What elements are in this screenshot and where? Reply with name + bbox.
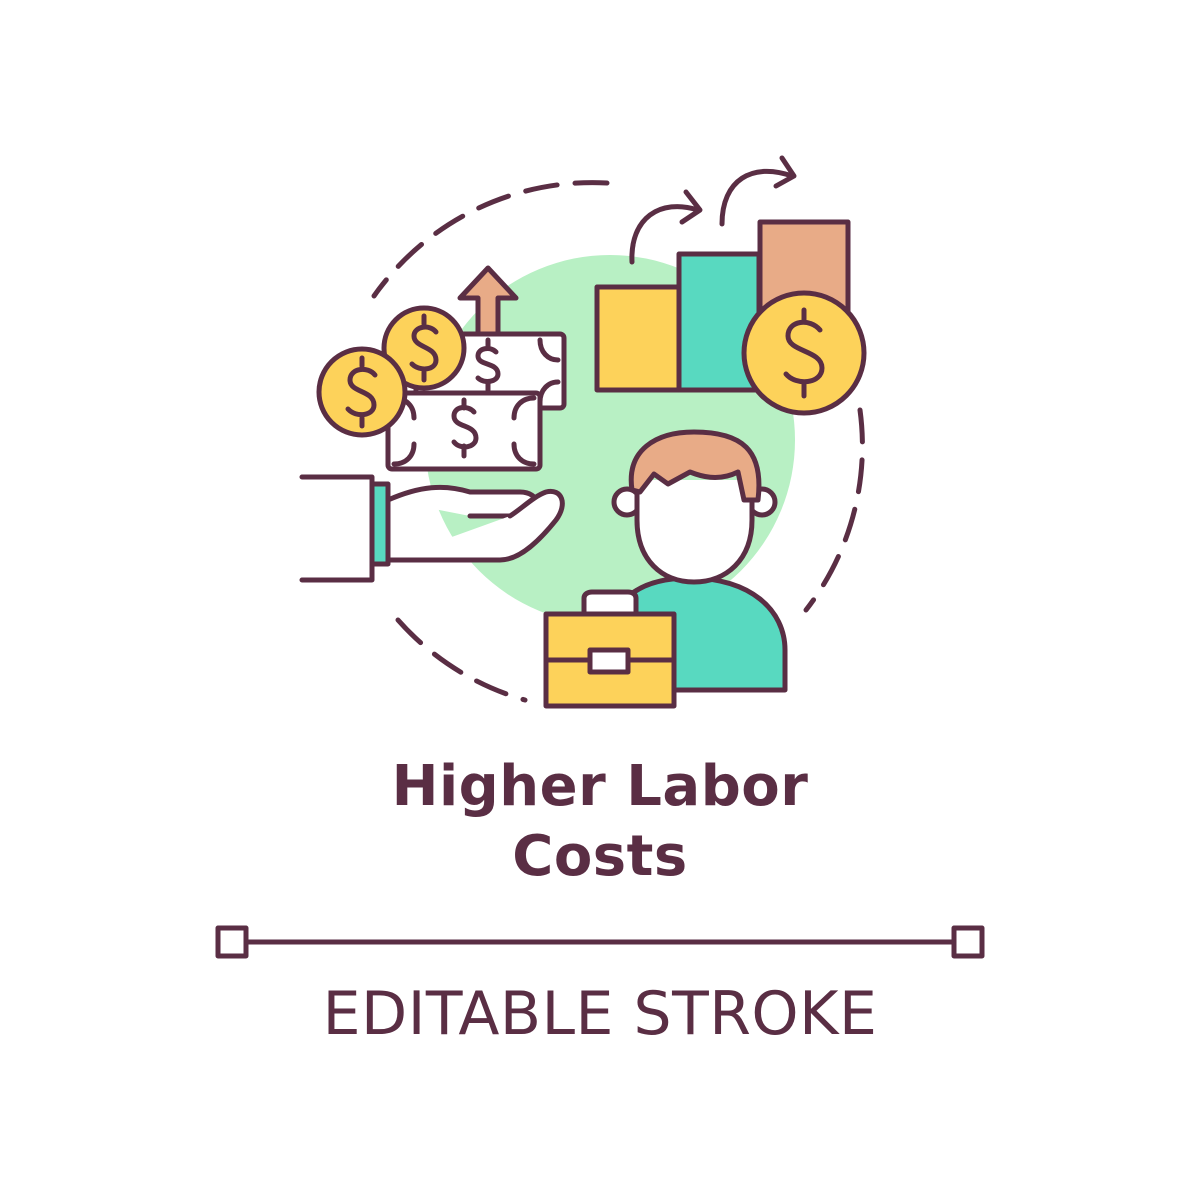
- arrow-up-icon: [457, 265, 519, 337]
- dashed-ring-bottom: [395, 617, 528, 703]
- title-line-1: Higher Labor: [391, 754, 809, 819]
- editable-stroke-label: EDITABLE STROKE: [322, 979, 878, 1049]
- dollar-coin-icon: [316, 346, 408, 438]
- briefcase-icon: [543, 589, 677, 709]
- editable-stroke-line-icon: [215, 925, 985, 959]
- dollar-coin-icon: [381, 305, 467, 391]
- open-hand-icon: [299, 474, 565, 583]
- dollar-coin-icon: [741, 290, 867, 416]
- curved-arrow-icon: [629, 155, 797, 265]
- worker-avatar-icon: [607, 429, 788, 693]
- dashed-ring-right: [803, 407, 865, 613]
- dollar-banknote-icon: [385, 390, 543, 472]
- title-line-2: Costs: [512, 824, 688, 889]
- dashed-ring: [371, 180, 610, 299]
